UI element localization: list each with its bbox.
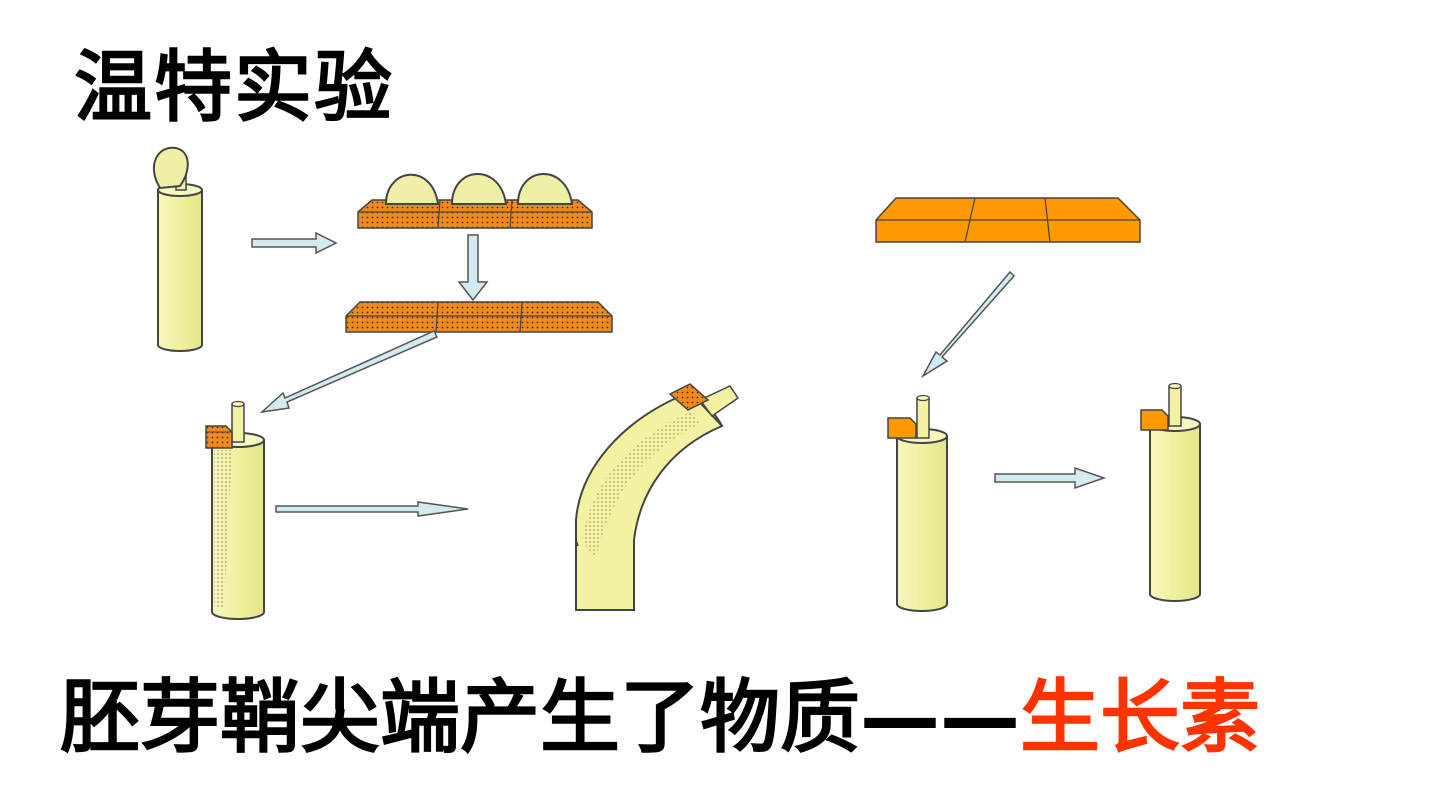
coleoptile-with-tip [152, 146, 203, 352]
bent-coleoptile [575, 383, 740, 611]
plain-agar-block [875, 197, 1141, 243]
conclusion-prefix: 胚芽鞘尖端产生了物质—— [60, 671, 1020, 764]
arrow-right [994, 466, 1107, 490]
agar-with-tips [357, 173, 593, 229]
conclusion-text: 胚芽鞘尖端产生了物质——生长素 [60, 668, 1260, 768]
arrow-down [457, 234, 489, 302]
slide-title: 温特实验 [74, 43, 395, 133]
arrow-diagonal-left [259, 330, 439, 414]
arrow-diagonal-right [920, 270, 1016, 379]
conclusion-highlight: 生长素 [1020, 671, 1260, 764]
treated-agar-block [345, 301, 613, 333]
arrow-long [275, 501, 469, 517]
arrow-to-agar [251, 231, 338, 255]
coleoptile-no-bending [1140, 382, 1201, 602]
coleoptile-plain-agar [887, 394, 948, 612]
coleoptile-treated-agar [205, 400, 265, 620]
